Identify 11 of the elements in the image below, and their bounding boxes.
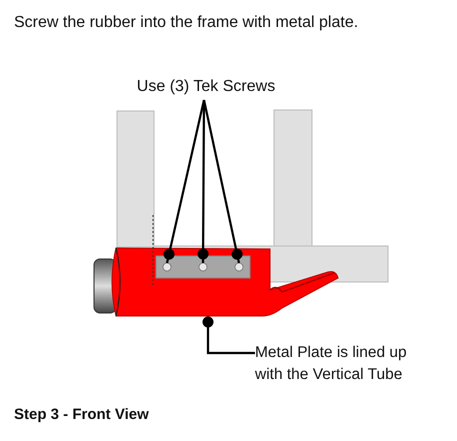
screw-hole (162, 262, 172, 272)
leader-line (198, 100, 209, 263)
step-caption: Step 3 - Front View (14, 405, 149, 425)
screw-hole (198, 262, 208, 272)
leader-line (164, 100, 206, 264)
instruction-text: Screw the rubber into the frame with metal plate. (14, 13, 358, 33)
callout-text: Metal Plate is lined up with the Vertical Tube (255, 343, 408, 385)
leader-line (202, 316, 255, 354)
callout-text: Use (3) Tek Screws (136, 77, 276, 97)
screw-hole (234, 262, 244, 272)
leader-line (202, 100, 243, 264)
